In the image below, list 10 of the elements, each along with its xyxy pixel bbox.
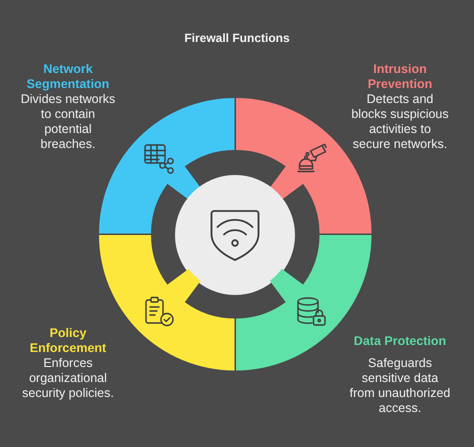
segment-heading: Network Segmentation xyxy=(26,62,110,92)
title: Firewall Functions xyxy=(184,30,290,46)
segment-description: Enforces organizational security policies. xyxy=(21,356,115,400)
center-circle xyxy=(175,174,295,294)
segment-description: Detects and blocks suspicious activities to secure networks. xyxy=(350,92,450,152)
segment-heading: Data Protection xyxy=(354,334,446,348)
segment-heading: Intrusion Prevention xyxy=(366,62,434,92)
segment-heading: Policy Enforcement xyxy=(28,326,108,356)
segment-description: Safeguards sensitive data from unauthorized access. xyxy=(348,356,452,416)
segment-description: Divides networks to contain potential breaches. xyxy=(20,92,116,152)
